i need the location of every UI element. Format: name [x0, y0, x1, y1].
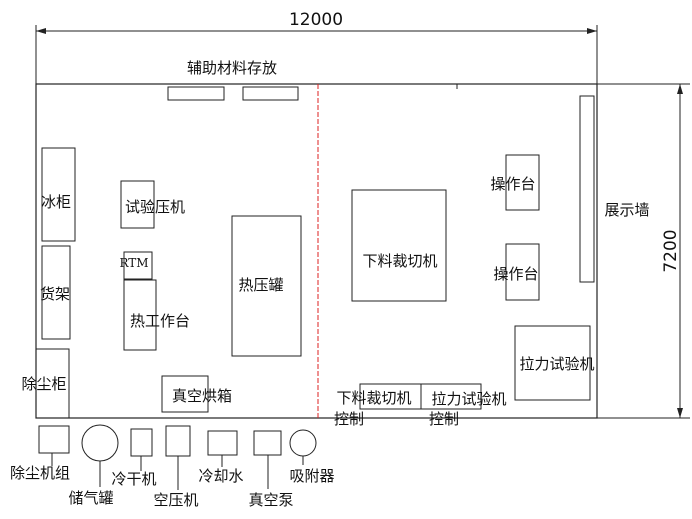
tensile-control-label-line1: 拉力试验机 [431, 390, 506, 408]
dust-collector [38, 425, 70, 454]
cutting-control-label-line2: 控制 [334, 410, 364, 428]
storage-rack-left [167, 86, 225, 101]
console-lower [505, 243, 540, 301]
air-compressor [165, 425, 191, 457]
tensile-tester-label: 拉力试验机 [519, 355, 594, 373]
auxiliary-storage-label: 辅助材料存放 [187, 59, 277, 77]
height-dimension: 7200 [597, 83, 690, 419]
cutting-machine-label: 下料裁切机 [362, 252, 437, 270]
tensile-control-label-line2: 控制 [429, 410, 459, 428]
vacuum-pump-label: 真空泵 [248, 491, 293, 509]
dust-collector-label: 除尘机组 [10, 464, 70, 482]
test-press-label: 试验压机 [125, 198, 185, 216]
shelf-label: 货架 [40, 285, 70, 303]
vacuum-pump [253, 430, 282, 456]
room-outline [35, 83, 598, 419]
dryer-label: 冷干机 [111, 470, 156, 488]
storage-rack-right [242, 86, 299, 101]
hot-workbench-label: 热工作台 [130, 312, 190, 330]
air-tank-label: 储气罐 [68, 489, 113, 507]
cutting-machine [351, 189, 447, 302]
test-press [120, 180, 155, 229]
cooling-water-unit [207, 430, 238, 456]
width-label: 12000 [289, 10, 343, 30]
autoclave [231, 215, 302, 357]
autoclave-label: 热压罐 [238, 276, 283, 294]
cooling-water-label: 冷却水 [198, 467, 243, 485]
width-dimension: 12000 [35, 10, 598, 84]
console-upper-label: 操作台 [490, 175, 535, 193]
console-upper [505, 154, 540, 211]
dust-cabinet-label: 除尘柜 [21, 375, 66, 393]
display-wall-label: 展示墙 [604, 201, 649, 219]
display-wall [579, 95, 595, 283]
dryer [130, 428, 153, 457]
freezer [41, 147, 76, 242]
vacuum-oven [161, 375, 209, 413]
air-tank [81, 424, 119, 462]
cutting-control-label-line1: 下料裁切机 [336, 389, 411, 407]
tensile-tester [514, 325, 591, 401]
rtm-machine [123, 251, 153, 280]
adsorber [289, 429, 317, 457]
vacuum-oven-label: 真空烘箱 [172, 387, 232, 405]
adsorber-label: 吸附器 [289, 467, 334, 485]
console-lower-label: 操作台 [493, 265, 538, 283]
dust-cabinet [35, 348, 70, 419]
height-label: 7200 [661, 229, 681, 272]
hot-workbench [123, 279, 157, 351]
rtm-label: RTM [119, 256, 148, 270]
tensile-tester-control [420, 383, 482, 410]
shelf [41, 245, 71, 340]
freezer-label: 冰柜 [41, 193, 71, 211]
air-compressor-label: 空压机 [153, 491, 198, 509]
